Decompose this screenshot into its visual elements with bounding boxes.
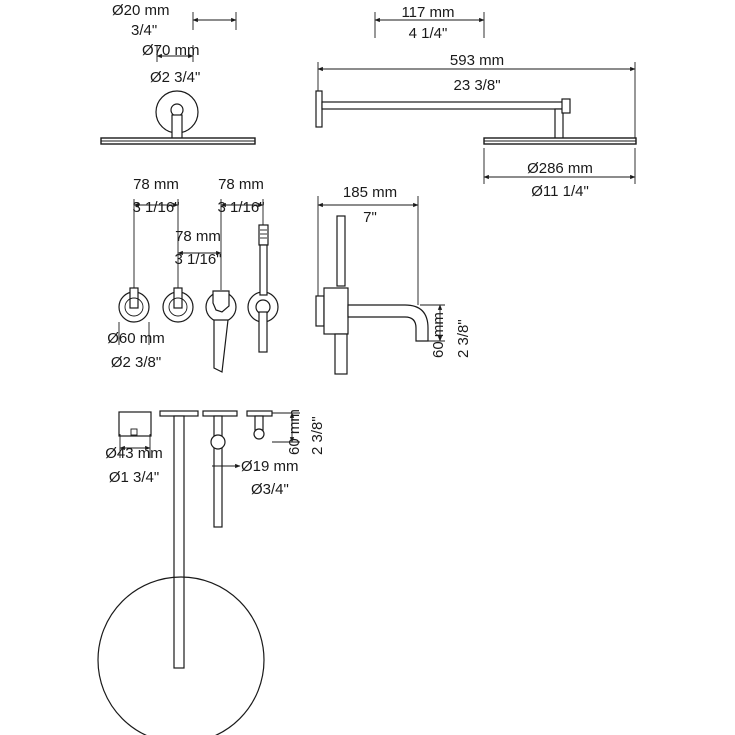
shower-head-front-view [100,12,256,145]
dim-w78b-in: 3 1/16" [217,199,264,216]
dim-w185-mm: 185 mm [343,184,397,201]
dim-w78a-mm: 78 mm [133,176,179,193]
dim-h60b-mm: 60 mm [286,409,303,455]
spout-side-view [315,196,445,375]
dim-h60b-in: 2 3/8" [309,416,326,455]
shower-arm-side-view [315,12,637,184]
dim-d286-mm: Ø286 mm [527,160,593,177]
dim-d19-mm: Ø19 mm [241,458,299,475]
dim-d43-in: Ø1 3/4" [109,469,159,486]
dim-w78b-mm: 78 mm [218,176,264,193]
dim-d286-in: Ø11 1/4" [531,183,589,200]
bodies-top-view [97,410,300,735]
dim-d19-in: Ø3/4" [251,481,289,498]
dim-d70-in: Ø2 3/4" [150,69,200,86]
mixer-components-front-view [118,199,279,373]
dim-d43-mm: Ø43 mm [105,445,163,462]
dim-d20-mm: Ø20 mm [112,2,170,19]
dim-w593-in: 23 3/8" [453,77,500,94]
shower-plate-circle [97,576,265,735]
dim-w78c-mm: 78 mm [175,228,221,245]
dim-w117-mm: 117 mm [401,4,454,21]
dim-h60a-mm: 60 mm [430,312,447,358]
dim-w78c-in: 3 1/16" [174,251,221,268]
dim-w78a-in: 3 1/16" [132,199,179,216]
dim-w593-mm: 593 mm [450,52,504,69]
dim-w117-in: 4 1/4" [409,25,448,42]
dim-d20-in: 3/4" [131,22,157,39]
dim-d60-in: Ø2 3/8" [111,354,161,371]
dim-d70-mm: Ø70 mm [142,42,200,59]
dim-h60a-in: 2 3/8" [455,319,472,358]
dim-d60-mm: Ø60 mm [107,330,165,347]
dim-w185-in: 7" [363,209,377,226]
